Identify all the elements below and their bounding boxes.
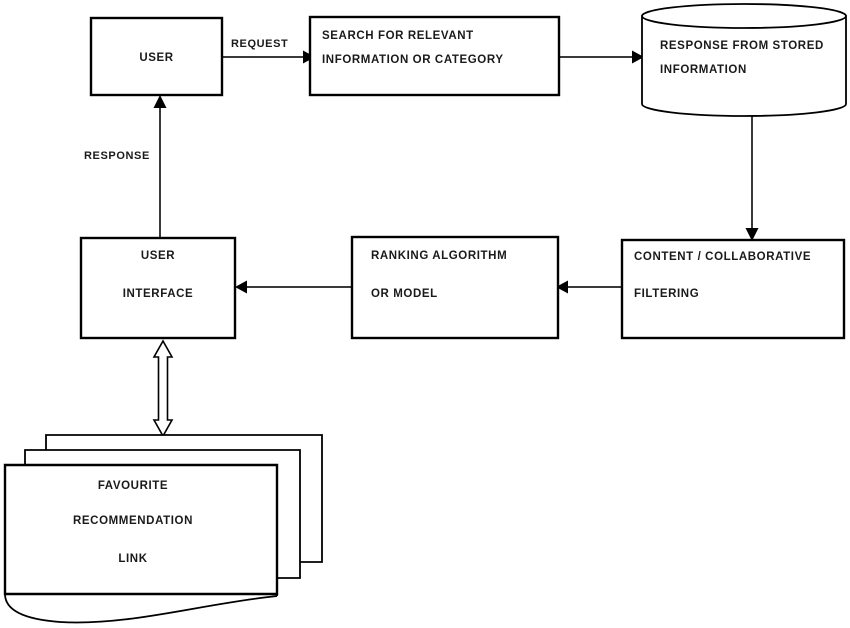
node-user[interactable]: USER (89, 16, 224, 97)
node-recommendation-documents-line-1: RECOMMENDATION (73, 515, 193, 527)
node-stored-response[interactable]: RESPONSE FROM STORED INFORMATION (641, 3, 847, 117)
node-search-line-1: INFORMATION OR CATEGORY (322, 54, 504, 66)
node-search-line-0: SEARCH FOR RELEVANT (322, 30, 474, 42)
node-ranking[interactable]: RANKING ALGORITHM OR MODEL (350, 235, 560, 340)
node-user-interface-line-1: INTERFACE (123, 288, 194, 300)
node-user-interface-line-0: USER (141, 250, 175, 262)
node-stored-response-line-1: INFORMATION (660, 64, 747, 76)
edge-filtering-to-ranking (556, 280, 622, 294)
node-ranking-line-1: OR MODEL (371, 288, 438, 300)
node-ranking-line-0: RANKING ALGORITHM (371, 250, 507, 262)
node-recommendation-documents[interactable]: FAVOURITE RECOMMENDATION LINK (3, 463, 279, 624)
edge-interface-to-documents (152, 339, 174, 438)
node-filtering-line-1: FILTERING (634, 288, 699, 300)
edge-interface-to-user (153, 95, 167, 238)
edge-user-to-search (222, 50, 315, 64)
edge-label-response: RESPONSE (84, 150, 150, 162)
node-user-line-0: USER (139, 52, 173, 64)
node-search[interactable]: SEARCH FOR RELEVANT INFORMATION OR CATEG… (308, 15, 561, 97)
node-stored-response-line-0: RESPONSE FROM STORED (660, 40, 824, 52)
edge-search-to-stored (559, 50, 644, 64)
node-user-interface[interactable]: USER INTERFACE (79, 236, 237, 340)
node-filtering-line-0: CONTENT / COLLABORATIVE (634, 251, 811, 263)
node-recommendation-documents-line-2: LINK (118, 553, 147, 565)
edge-stored-to-filtering (745, 115, 759, 241)
edge-ranking-to-interface (235, 280, 352, 294)
node-filtering[interactable]: CONTENT / COLLABORATIVE FILTERING (620, 238, 846, 340)
node-recommendation-documents-line-0: FAVOURITE (98, 480, 168, 492)
edge-label-request: REQUEST (231, 38, 288, 50)
